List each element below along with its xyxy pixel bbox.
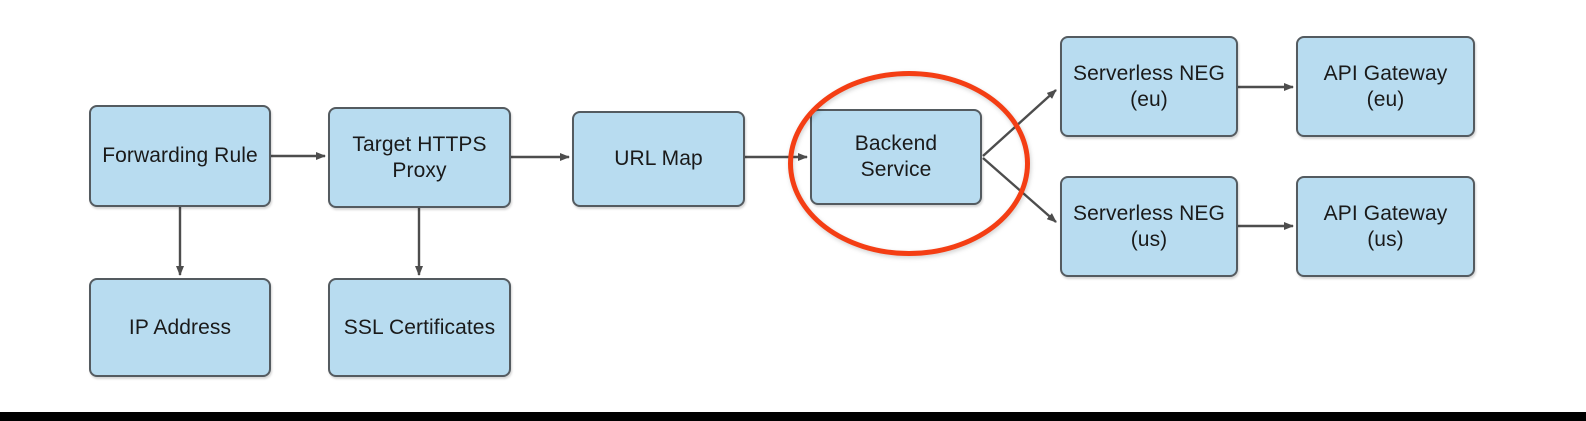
node-label-serverless-neg-eu: Serverless NEG (eu) bbox=[1073, 61, 1225, 111]
node-forwarding-rule[interactable]: Forwarding Rule bbox=[89, 105, 271, 207]
node-api-gateway-eu[interactable]: API Gateway (eu) bbox=[1296, 36, 1475, 137]
node-label-url-map: URL Map bbox=[614, 147, 703, 171]
node-label-ssl-certificates: SSL Certificates bbox=[343, 315, 496, 339]
node-label-ip-address: IP Address bbox=[128, 315, 232, 339]
node-label-serverless-neg-us: Serverless NEG (us) bbox=[1073, 201, 1225, 251]
node-backend-service[interactable]: Backend Service bbox=[810, 109, 982, 205]
node-ip-address[interactable]: IP Address bbox=[89, 278, 271, 377]
node-label-target-https-proxy: Target HTTPS Proxy bbox=[352, 132, 487, 182]
node-api-gateway-us[interactable]: API Gateway (us) bbox=[1296, 176, 1475, 277]
node-label-api-gateway-us: API Gateway (us) bbox=[1323, 201, 1448, 251]
bottom-black-bar bbox=[0, 412, 1586, 421]
node-ssl-certificates[interactable]: SSL Certificates bbox=[328, 278, 511, 377]
node-serverless-neg-eu[interactable]: Serverless NEG (eu) bbox=[1060, 36, 1238, 137]
edge-backend-service-to-serverless-neg-us bbox=[982, 157, 1057, 223]
node-label-api-gateway-eu: API Gateway (eu) bbox=[1323, 61, 1448, 111]
edge-backend-service-to-serverless-neg-eu bbox=[982, 89, 1057, 157]
node-url-map[interactable]: URL Map bbox=[572, 111, 745, 207]
node-label-backend-service: Backend Service bbox=[854, 132, 938, 181]
node-target-https-proxy[interactable]: Target HTTPS Proxy bbox=[328, 107, 511, 208]
node-serverless-neg-us[interactable]: Serverless NEG (us) bbox=[1060, 176, 1238, 277]
node-label-forwarding-rule: Forwarding Rule bbox=[102, 144, 258, 168]
